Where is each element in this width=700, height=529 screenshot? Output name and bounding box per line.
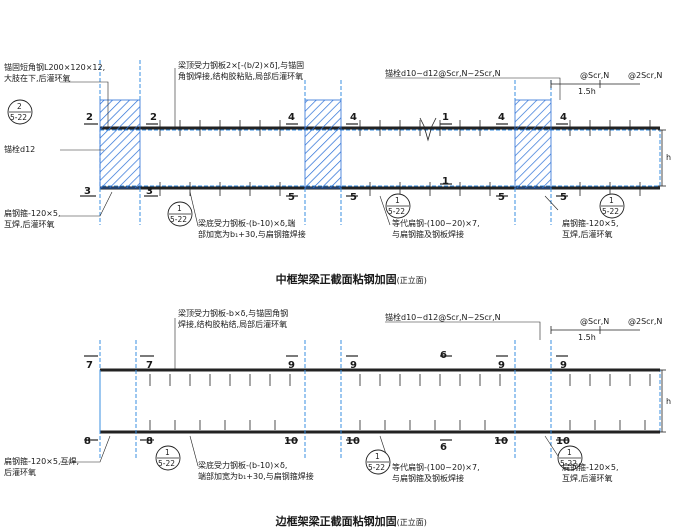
section-label: 7	[86, 360, 93, 371]
top-bolts	[159, 120, 651, 136]
detail-page: 5-22	[10, 113, 28, 122]
detail-num: 1	[177, 204, 182, 213]
column-mid	[304, 99, 342, 189]
note-bottom-plate: 梁底受力钢板-(b-10)×δ,端 部加宽为b₁+30,与扁钢箍焊接	[198, 219, 306, 239]
note-bolt-spacing-b: 锚栓d10~d12@Scr,N~2Scr,N	[385, 313, 501, 322]
dim-scr-b: @Scr,N	[580, 317, 610, 326]
note-flat-hoop: 扁钢箍-120×5, 互焊,后灌环氧	[4, 209, 61, 229]
note-equiv-hoop: 等代扁钢-(100~20)×7, 与扁钢箍及钢板焊接	[392, 219, 480, 239]
bottom-title-note: (正立面)	[396, 518, 427, 527]
note-top-plate: 梁顶受力钢板2×[-(b/2)×δ],与锚固 角钢焊接,结构胶粘贴,局部后灌环氧	[178, 61, 305, 81]
section-label: 5	[350, 192, 357, 203]
section-label: 6	[440, 442, 447, 453]
section-label: 9	[350, 360, 357, 371]
bottom-title-text: 边框架梁正截面粘钢加固	[275, 515, 397, 528]
top-beam-body	[99, 129, 661, 187]
section-label: 8	[146, 436, 153, 447]
detail-page: 5-22	[388, 207, 406, 216]
dim-1-5h-b: 1.5h	[578, 333, 596, 342]
detail-num: 1	[567, 448, 572, 457]
dim-1-5h: 1.5h	[578, 87, 596, 96]
note-top-plate-b: 梁顶受力钢板-b×δ,与锚固角钢 焊接,结构胶粘结,局部后灌环氧	[178, 309, 289, 329]
section-label: 5	[560, 192, 567, 203]
top-title-note: (正立面)	[396, 276, 427, 285]
detail-page: 5-22	[368, 463, 386, 472]
detail-page: 5-22	[560, 459, 578, 468]
detail-num: 1	[375, 452, 380, 461]
note-bolt-spacing: 锚栓d10~d12@Scr,N~2Scr,N	[385, 69, 501, 78]
bottom-bolts	[159, 182, 641, 196]
section-label: 4	[288, 112, 295, 123]
note-bottom-plate-b: 梁底受力钢板-(b-10)×δ, 端部加宽为b₁+30,与扁钢箍焊接	[198, 461, 314, 481]
detail-num: 1	[609, 196, 614, 205]
section-label: 10	[556, 436, 570, 447]
section-label: 5	[288, 192, 295, 203]
detail-page: 5-22	[602, 207, 620, 216]
detail-page: 5-22	[170, 215, 188, 224]
section-label: 9	[560, 360, 567, 371]
section-label: 3	[84, 186, 91, 197]
dim-scr: @Scr,N	[580, 71, 610, 80]
section-label: 9	[498, 360, 505, 371]
section-label: 2	[150, 112, 157, 123]
note-flat-hoop-right-b: 扁钢箍-120×5, 互焊,后灌环氧	[562, 463, 619, 483]
column-left	[99, 99, 141, 189]
detail-num: 1	[165, 448, 170, 457]
break-mark	[419, 117, 437, 142]
detail-num: 1	[395, 196, 400, 205]
detail-num: 2	[17, 102, 22, 111]
dim-h: h	[666, 153, 672, 162]
dim-h-b: h	[666, 397, 672, 406]
section-label: 5	[498, 192, 505, 203]
top-beam	[7, 60, 666, 227]
detail-page: 5-22	[158, 459, 176, 468]
section-label: 4	[350, 112, 357, 123]
note-flat-hoop-b: 扁钢箍-120×5,互焊, 后灌环氧	[4, 457, 80, 477]
section-label: 6	[440, 350, 447, 361]
section-label: 10	[494, 436, 508, 447]
top-title: 中框架梁正截面粘钢加固(正立面)	[268, 258, 427, 287]
section-label: 1	[442, 176, 449, 187]
column-right	[514, 99, 552, 189]
section-label: 4	[498, 112, 505, 123]
section-label: 10	[346, 436, 360, 447]
section-label: 9	[288, 360, 295, 371]
section-label: 10	[284, 436, 298, 447]
section-label: 4	[560, 112, 567, 123]
top-title-text: 中框架梁正截面粘钢加固	[275, 273, 397, 286]
section-label: 2	[86, 112, 93, 123]
top-bolts-b	[149, 374, 651, 386]
section-label: 3	[146, 186, 153, 197]
section-label: 8	[84, 436, 91, 447]
dim-2scr: @2Scr,N	[628, 71, 663, 80]
section-label: 7	[146, 360, 153, 371]
note-flat-hoop-right: 扁钢箍-120×5, 互焊,后灌环氧	[562, 219, 619, 239]
note-equiv-hoop-b: 等代扁钢-(100~20)×7, 与扁钢箍及钢板焊接	[392, 463, 480, 483]
dim-2scr-b: @2Scr,N	[628, 317, 663, 326]
bottom-bolts-b	[149, 420, 646, 430]
bottom-beam	[60, 318, 666, 475]
section-label: 1	[442, 112, 449, 123]
note-anchor-angle: 锚固短角钢L200×120×12, 大肢在下,后灌环氧	[4, 63, 106, 83]
note-anchor-bolt: 锚栓d12	[4, 145, 36, 154]
